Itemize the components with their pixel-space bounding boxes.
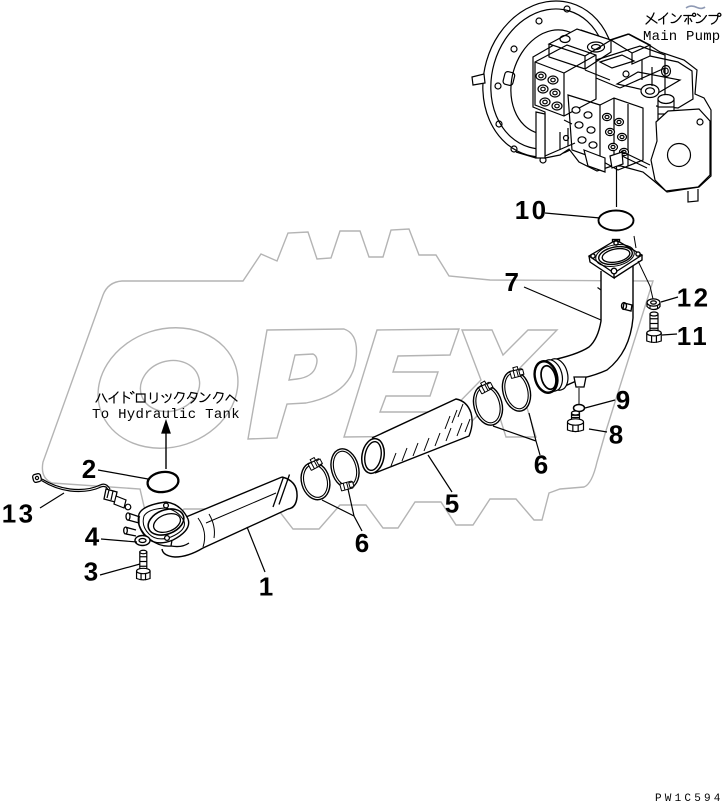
svg-text:4: 4 [85,522,100,552]
svg-text:10: 10 [515,195,549,225]
svg-text:Main Pump: Main Pump [643,29,720,45]
svg-text:6: 6 [355,528,369,558]
svg-text:1: 1 [259,572,273,602]
svg-text:9: 9 [616,385,630,415]
svg-text:8: 8 [609,420,623,450]
svg-text:6: 6 [534,450,548,480]
svg-text:13: 13 [2,499,36,529]
svg-text:3: 3 [84,557,98,587]
svg-text:11: 11 [677,321,710,351]
svg-text:7: 7 [505,267,519,297]
svg-text:12: 12 [677,283,711,313]
svg-text:5: 5 [445,489,459,519]
svg-text:2: 2 [82,454,96,484]
svg-text:PW1C594: PW1C594 [655,793,724,802]
svg-text:To Hydraulic Tank: To Hydraulic Tank [92,407,240,423]
